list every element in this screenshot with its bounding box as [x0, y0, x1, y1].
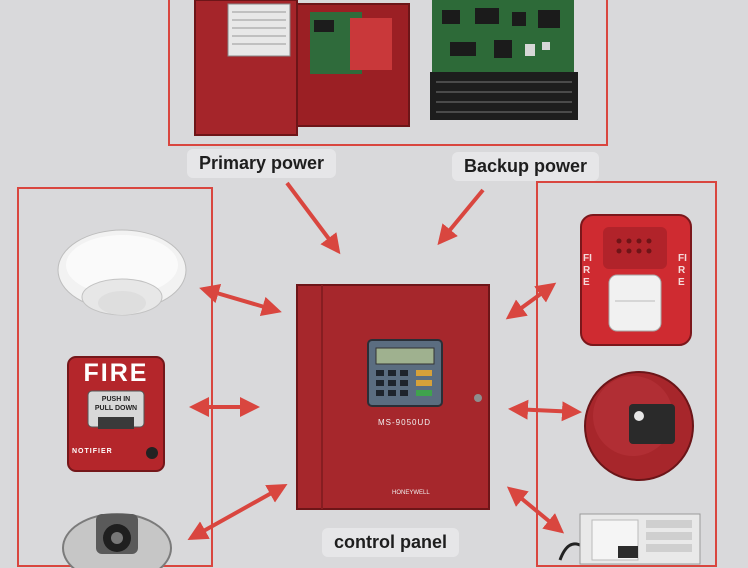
flame-detector-arrow	[187, 484, 288, 540]
pull-station-instructions: PUSH IN PULL DOWN	[94, 396, 138, 412]
pull-station-title: FIRE	[83, 359, 149, 387]
control-panel-icon: MS-9050UD HONEYWELL	[296, 284, 490, 510]
panel-model-text: MS-9050UD	[378, 418, 432, 427]
strobe-side-text-left: FIRE	[583, 253, 592, 288]
horn-strobe-arrow	[505, 282, 557, 320]
primary-power-label: Primary power	[187, 149, 337, 178]
intercom-icon	[558, 513, 701, 565]
backup-power-arrow	[437, 188, 485, 246]
backup-power-label: Backup power	[452, 152, 600, 181]
primary-power-enclosure-icon	[194, 0, 410, 136]
horn-strobe-icon: FIRE FIRE	[579, 213, 694, 348]
strobe-side-text-right: FIRE	[678, 253, 687, 288]
smoke-detector-icon	[57, 229, 187, 316]
control-panel-label: control panel	[322, 528, 460, 557]
primary-power-arrow	[285, 181, 341, 255]
pull-station-icon: FIRE PUSH IN PULL DOWN NOTIFIER	[66, 355, 166, 473]
pull-station-brand: NOTIFIER	[72, 448, 113, 455]
fire-bell-arrow	[508, 399, 582, 422]
intercom-arrow	[506, 486, 565, 534]
power-sources-frame	[168, 0, 608, 146]
flame-detector-icon	[62, 513, 172, 568]
panel-maker-text: HONEYWELL	[392, 490, 430, 496]
backup-power-board-icon	[430, 0, 578, 120]
smoke-detector-arrow	[199, 283, 282, 317]
fire-bell-icon	[584, 371, 694, 481]
